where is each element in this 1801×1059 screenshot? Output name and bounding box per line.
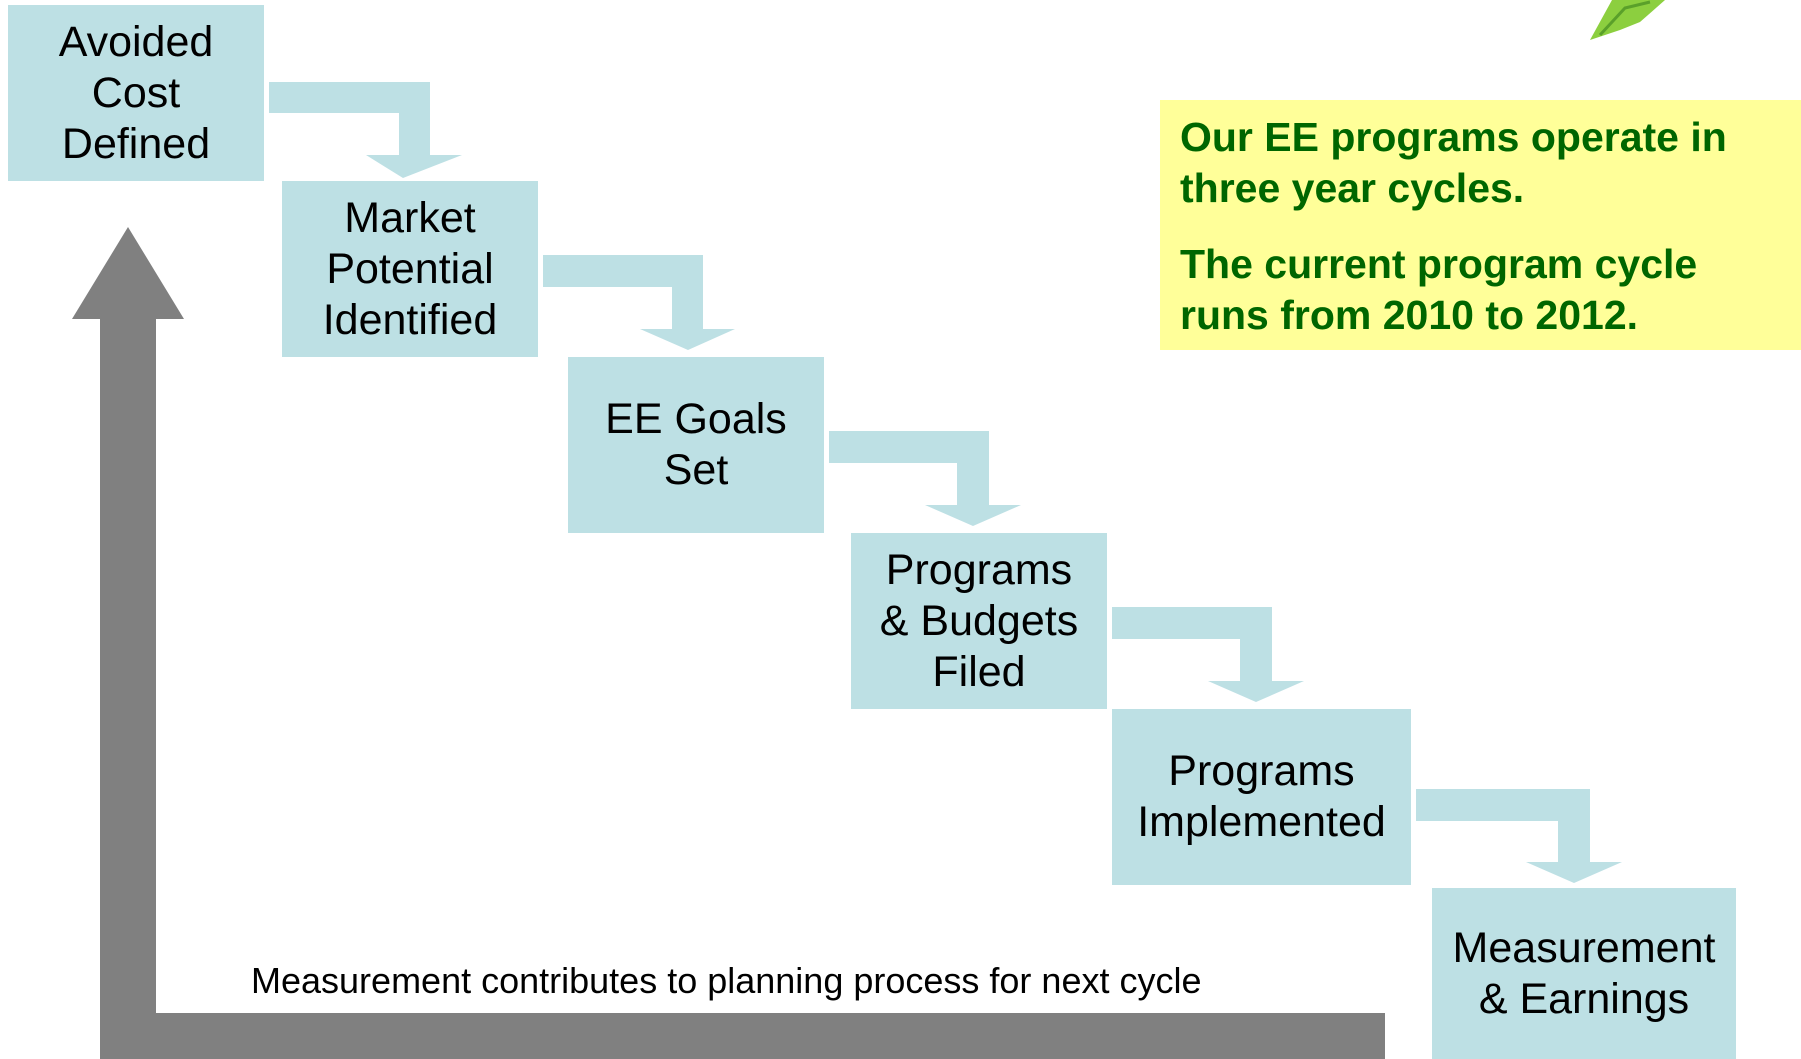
step-programs-implemented: Programs Implemented	[1112, 709, 1411, 885]
feedback-label: Measurement contributes to planning proc…	[251, 960, 1202, 1001]
step-measurement-earnings: Measurement & Earnings	[1432, 888, 1736, 1059]
connector-arrow-4	[1112, 607, 1304, 702]
step-label: Avoided Cost Defined	[58, 17, 214, 168]
feedback-loop-arrow	[72, 227, 1385, 1059]
note-line-1: Our EE programs operate in three year cy…	[1180, 114, 1727, 211]
step-label: Programs Implemented	[1137, 747, 1386, 846]
step-label: EE Goals Set	[605, 395, 787, 494]
connector-arrow-5	[1416, 789, 1622, 883]
program-cycle-note: Our EE programs operate in three year cy…	[1160, 100, 1801, 350]
step-label: Programs & Budgets Filed	[879, 545, 1079, 696]
connector-arrow-3	[829, 431, 1021, 526]
connector-arrow-1	[269, 82, 462, 178]
note-line-2: The current program cycle runs from 2010…	[1180, 241, 1698, 338]
connector-arrow-2	[543, 255, 735, 350]
step-avoided-cost-defined: Avoided Cost Defined	[8, 5, 264, 181]
leaf-decoration-icon	[1590, 0, 1665, 40]
step-ee-goals-set: EE Goals Set	[568, 357, 824, 533]
step-programs-budgets-filed: Programs & Budgets Filed	[851, 533, 1107, 709]
step-label: Market Potential Identified	[322, 193, 498, 344]
step-market-potential-identified: Market Potential Identified	[282, 181, 538, 357]
step-label: Measurement & Earnings	[1452, 923, 1716, 1023]
